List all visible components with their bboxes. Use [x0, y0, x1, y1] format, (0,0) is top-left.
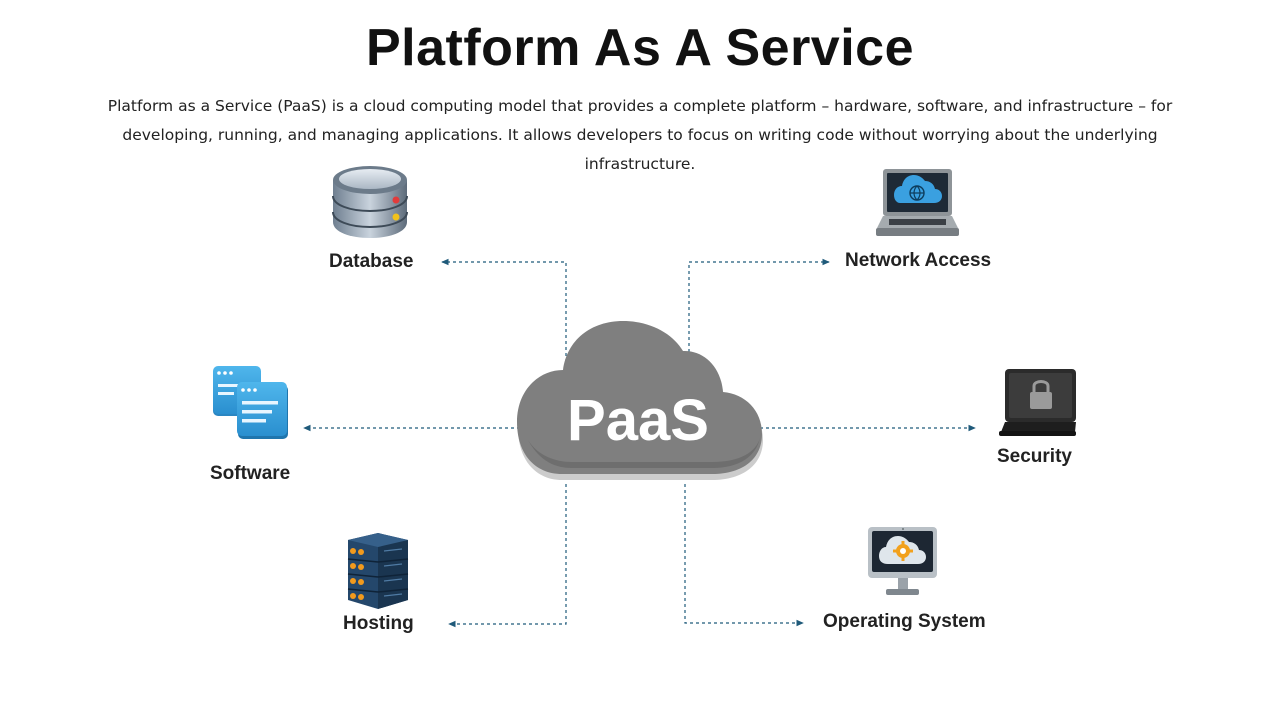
center-label: PaaS	[567, 388, 709, 453]
server-rack-icon	[347, 533, 409, 609]
node-label-network-access: Network Access	[845, 250, 992, 271]
laptop-cloud-icon	[876, 169, 959, 236]
node-label-database: Database	[329, 251, 414, 272]
app-windows-icon	[213, 366, 288, 439]
connector-operating-system	[684, 484, 804, 627]
node-label-security: Security	[997, 446, 1072, 467]
connector-network-access	[688, 258, 830, 352]
cloud-icon	[517, 321, 763, 480]
connectors	[303, 258, 976, 628]
database-icon	[332, 166, 408, 238]
laptop-lock-icon	[999, 369, 1076, 436]
monitor-gear-icon	[868, 527, 937, 595]
connector-database	[441, 258, 567, 380]
node-label-hosting: Hosting	[343, 613, 414, 634]
page-title: Platform As A Service	[365, 19, 915, 77]
node-label-software: Software	[210, 463, 291, 484]
connector-hosting	[448, 484, 567, 628]
page-description: Platform as a Service (PaaS) is a cloud …	[107, 97, 1173, 173]
node-label-operating-system: Operating System	[823, 611, 986, 632]
